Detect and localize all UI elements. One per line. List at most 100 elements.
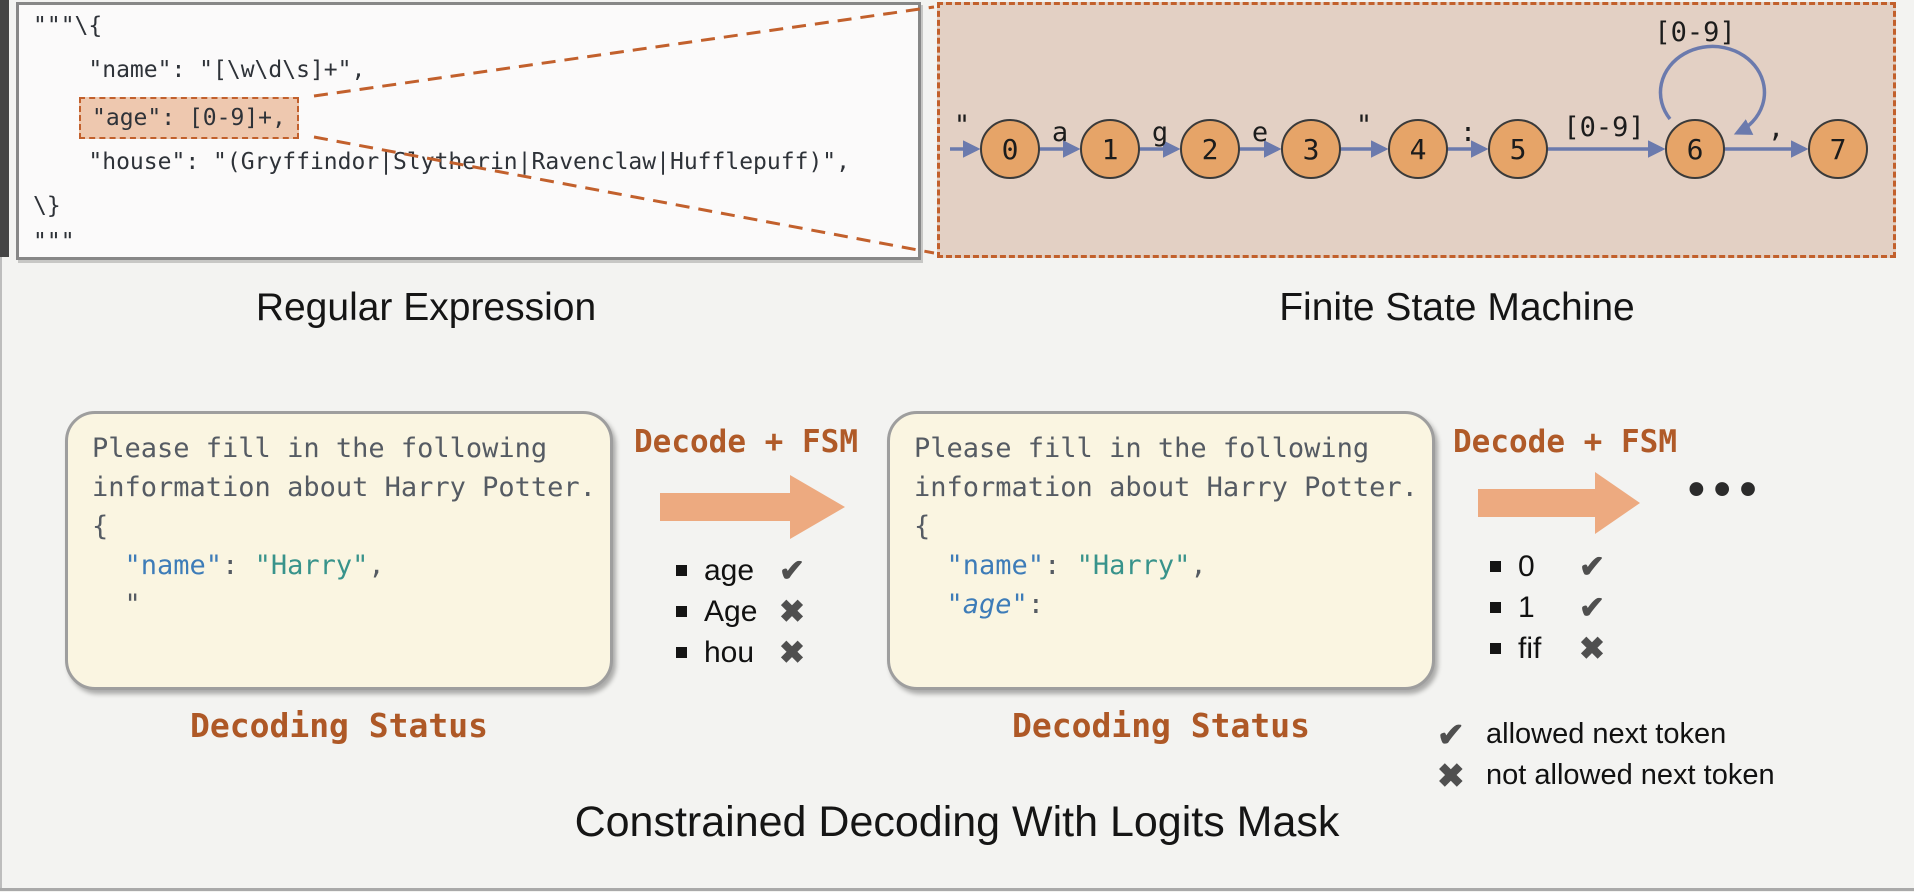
- prompt1-line3: {: [92, 511, 109, 542]
- token-text: fif: [1518, 631, 1542, 665]
- prompt2-age-key: "age": [946, 589, 1028, 620]
- window-edge-bottom: [0, 888, 1914, 891]
- fsm-state-2-circle: [1180, 119, 1240, 179]
- legend-not-allowed-text: not allowed next token: [1486, 759, 1775, 791]
- fsm-state-2-label: 2: [1202, 133, 1219, 166]
- regex-line-name: "name": "[\w\d\s]+",: [33, 57, 366, 83]
- prompt2-name-key: "name": [946, 550, 1045, 581]
- token-text: 1: [1518, 590, 1535, 624]
- fsm-diagram: 0 1 2 3 4 5 6 7 " a g e " : [0-9] , [0-9…: [950, 17, 1868, 179]
- token-row: hou ✖: [676, 632, 805, 673]
- bullet-square-icon: [1490, 561, 1501, 572]
- legend-row-allowed: ✔ allowed next token: [1437, 714, 1775, 755]
- indent: [914, 550, 947, 581]
- bullet-square-icon: [676, 565, 687, 576]
- indent: [92, 550, 125, 581]
- prompt2-comma: ,: [1190, 550, 1207, 581]
- token-text: age: [704, 553, 755, 587]
- fsm-label-comma: ,: [1768, 113, 1784, 144]
- fsm-self-loop-6: [1658, 44, 1767, 135]
- check-icon: ✔: [1579, 589, 1605, 625]
- prompt2-line2: information about Harry Potter.: [914, 472, 1418, 503]
- prompt-box-2: Please fill in the following information…: [887, 411, 1435, 690]
- legend: ✔ allowed next token ✖ not allowed next …: [1437, 714, 1775, 796]
- figure-title: Constrained Decoding With Logits Mask: [574, 798, 1340, 846]
- window-edge-left: [0, 0, 9, 257]
- legend-row-not-allowed: ✖ not allowed next token: [1437, 755, 1775, 796]
- bullet-square-icon: [676, 647, 687, 658]
- indent: [92, 589, 125, 620]
- prompt1-cursor-quote: ": [124, 589, 141, 620]
- fsm-state-0-circle: [980, 119, 1040, 179]
- fsm-states: 0 1 2 3 4 5 6 7: [980, 119, 1868, 179]
- prompt2-line1: Please fill in the following: [914, 433, 1370, 464]
- fsm-start-label: ": [954, 110, 970, 141]
- regex-line-age: "age": [0-9]+,: [92, 105, 286, 131]
- fsm-state-4-circle: [1388, 119, 1448, 179]
- fsm-state-6-label: 6: [1687, 133, 1704, 166]
- fsm-edge-labels: " a g e " : [0-9] , [0-9]: [954, 17, 1784, 148]
- cross-icon: ✖: [1437, 757, 1465, 794]
- regex-line-house: "house": "(Gryffindor|Slytherin|Ravencla…: [33, 149, 850, 175]
- check-icon: ✔: [1579, 548, 1605, 584]
- token-list-2: 0 ✔ 1 ✔ fif ✖: [1490, 546, 1605, 669]
- regex-age-highlight: "age": [0-9]+,: [79, 97, 299, 139]
- fsm-state-0-label: 0: [1002, 133, 1019, 166]
- prompt1-name-sep: :: [222, 550, 255, 581]
- prompt1-comma: ,: [368, 550, 385, 581]
- prompt2-name-value: "Harry": [1076, 550, 1191, 581]
- fsm-state-5-circle: [1488, 119, 1548, 179]
- prompt2-age-colon: :: [1027, 589, 1045, 620]
- prompt2-line3: {: [914, 511, 931, 542]
- token-row: 0 ✔: [1490, 546, 1605, 587]
- fsm-state-5-label: 5: [1510, 133, 1527, 166]
- regex-line-open: """\{: [33, 13, 103, 39]
- bullet-square-icon: [676, 606, 687, 617]
- fsm-state-7-label: 7: [1830, 133, 1847, 166]
- token-row: 1 ✔: [1490, 587, 1605, 628]
- fsm-label-e: e: [1252, 117, 1268, 148]
- fsm-self-loop-label: [0-9]: [1654, 17, 1735, 48]
- bullet-square-icon: [1490, 643, 1501, 654]
- prompt2-age-line: "age":: [914, 585, 1432, 624]
- check-icon: ✔: [1437, 716, 1465, 753]
- token-text: 0: [1518, 549, 1535, 583]
- decode-arrow-2: [1478, 472, 1640, 534]
- fsm-label-colon: :: [1460, 117, 1476, 148]
- fsm-label-a: a: [1052, 117, 1068, 148]
- legend-allowed-text: allowed next token: [1486, 718, 1727, 750]
- prompt1-cursor-line: ": [92, 585, 610, 624]
- prompt-box-1: Please fill in the following information…: [65, 411, 613, 690]
- prompt1-name-value: "Harry": [254, 550, 369, 581]
- fsm-label-digit: [0-9]: [1563, 112, 1644, 143]
- prompt1-name-line: "name": "Harry",: [92, 546, 610, 585]
- fsm-label-g: g: [1152, 117, 1168, 148]
- cross-icon: ✖: [779, 593, 805, 629]
- fsm-caption: Finite State Machine: [1279, 286, 1635, 329]
- fsm-state-7-circle: [1808, 119, 1868, 179]
- prompt2-name-line: "name": "Harry",: [914, 546, 1432, 585]
- fsm-state-6-circle: [1665, 119, 1725, 179]
- indent: [914, 589, 947, 620]
- token-list-1: age ✔ Age ✖ hou ✖: [676, 550, 805, 673]
- prompt2-name-sep: :: [1044, 550, 1077, 581]
- regex-line-quotes: """: [33, 229, 75, 255]
- fsm-label-quote: ": [1356, 110, 1372, 141]
- cross-icon: ✖: [1579, 630, 1605, 666]
- regex-code-panel: """\{ "name": "[\w\d\s]+", "age": [0-9]+…: [16, 2, 921, 260]
- regex-line-close: \}: [33, 193, 61, 219]
- prompt1-line1: Please fill in the following: [92, 433, 548, 464]
- prompt1-line2: information about Harry Potter.: [92, 472, 596, 503]
- fsm-state-3-circle: [1281, 119, 1341, 179]
- bullet-square-icon: [1490, 602, 1501, 613]
- fsm-state-4-label: 4: [1410, 133, 1427, 166]
- window-edge-left-thin: [0, 257, 2, 890]
- token-text: Age: [704, 594, 758, 628]
- fsm-state-1-label: 1: [1102, 133, 1119, 166]
- decode-fsm-label-1: Decode + FSM: [634, 424, 858, 460]
- fsm-state-1-circle: [1080, 119, 1140, 179]
- token-text: hou: [704, 635, 755, 669]
- token-row: fif ✖: [1490, 628, 1605, 669]
- regex-caption: Regular Expression: [255, 286, 597, 329]
